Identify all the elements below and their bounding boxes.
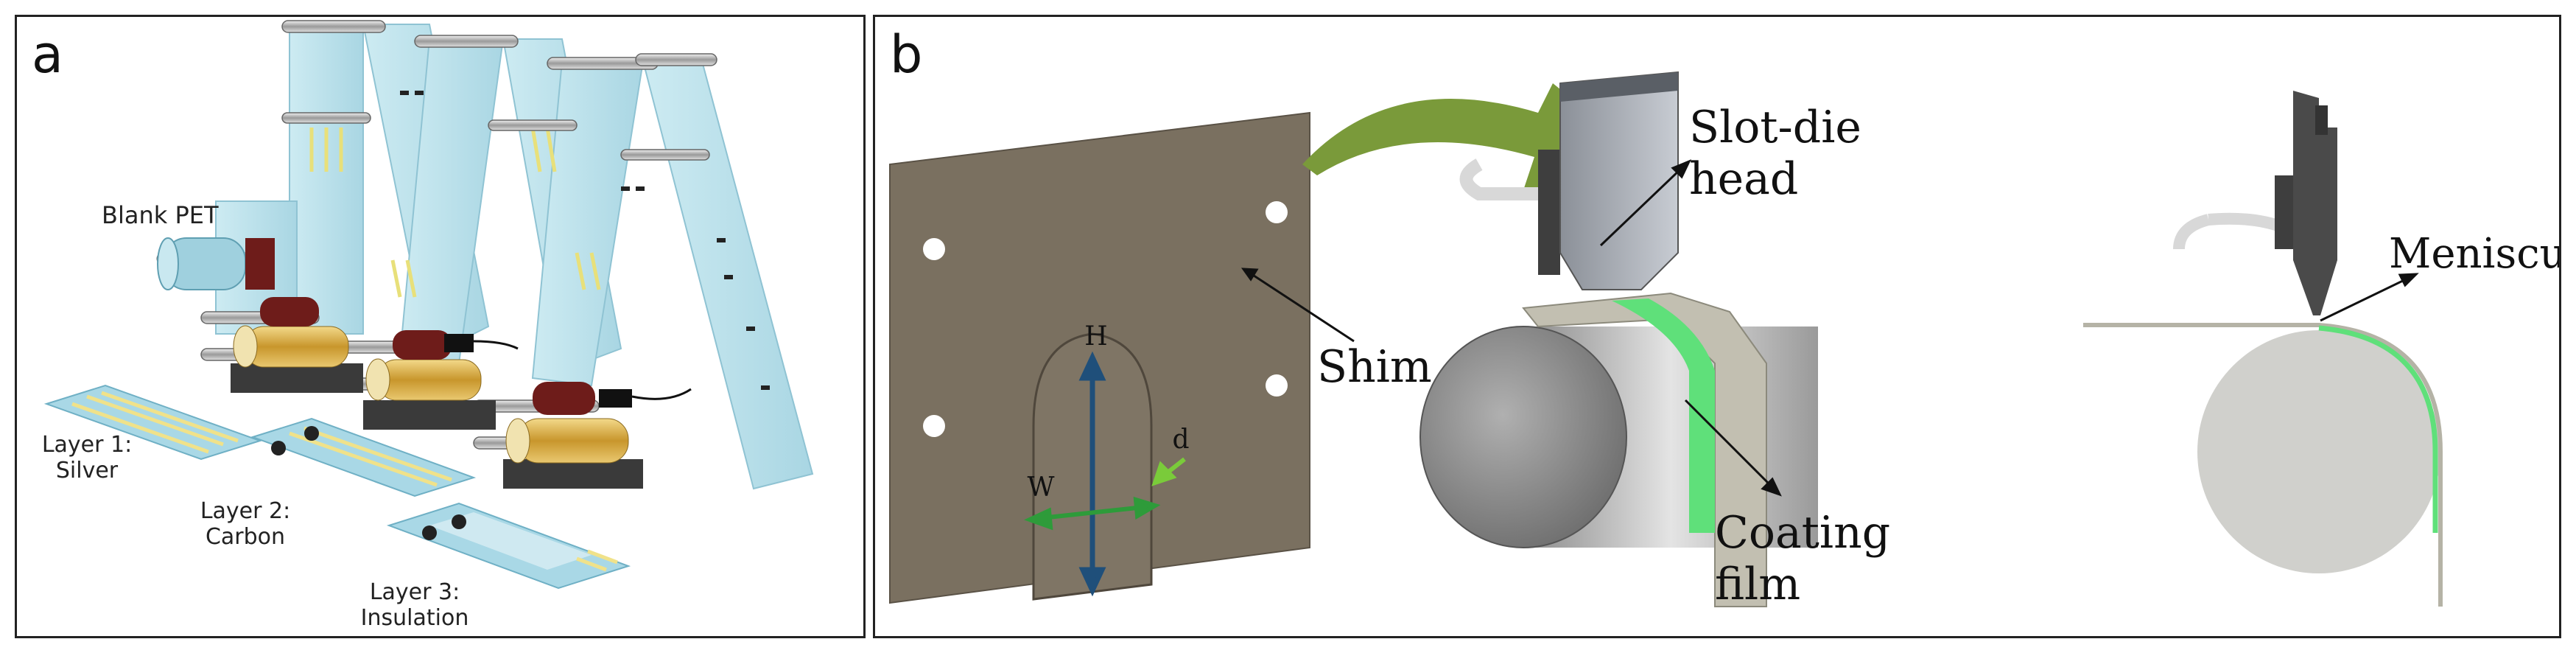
dimension-w-arrow [1024, 496, 1161, 531]
blank-pet-roll [156, 237, 275, 290]
label-slot-die-line2: head [1689, 153, 1798, 205]
slot-die-coating-diagram: H W d Shim S [889, 71, 2561, 610]
label-shim: Shim [1317, 341, 1432, 393]
label-layer1-line2: Silver [56, 458, 119, 483]
dimension-d-arrow [1151, 457, 1186, 486]
printing-station-3 [503, 382, 692, 489]
layer2-sheet [250, 417, 477, 497]
label-blank-pet: Blank PET [102, 201, 219, 229]
label-meniscus: Meniscus [2389, 230, 2561, 278]
panel-b: b [873, 15, 2561, 638]
roll-to-roll-printing-diagram: Blank PET Layer 1: Silver Layer 2: Carbo… [42, 20, 814, 631]
layer3-sheet [386, 502, 631, 590]
printing-station-2 [363, 330, 519, 430]
label-layer3-line1: Layer 3: [370, 579, 460, 605]
panel-a: a [15, 15, 866, 638]
printed-electrodes [309, 127, 601, 298]
panel-a-letter: a [32, 24, 63, 85]
slot-die-assembly [1419, 71, 1818, 607]
label-dim-h: H [1084, 321, 1107, 352]
layer1-sheet [43, 384, 263, 461]
printing-station-1 [231, 297, 363, 393]
label-layer1-line1: Layer 1: [42, 432, 132, 458]
label-dim-d: d [1172, 425, 1189, 455]
side-view [2083, 91, 2443, 607]
shim-plate [889, 111, 1310, 604]
label-slot-die-line1: Slot-die [1689, 102, 1861, 153]
label-layer3-line2: Insulation [361, 605, 469, 631]
label-dim-w: W [1027, 472, 1054, 503]
label-coating-line2: film [1715, 559, 1800, 610]
panel-b-letter: b [890, 24, 923, 85]
shim-pointer [1240, 268, 1355, 343]
pet-film-web [215, 24, 814, 490]
label-coating-line1: Coating [1715, 507, 1890, 559]
meniscus-pointer [2320, 273, 2419, 322]
black-pad-marks [400, 91, 770, 390]
label-layer2-line2: Carbon [206, 524, 285, 550]
label-layer2-line1: Layer 2: [200, 498, 290, 524]
slot-die-pointer [1599, 159, 1692, 247]
dimension-h-arrow [1078, 351, 1106, 597]
coating-pointer [1684, 399, 1782, 497]
